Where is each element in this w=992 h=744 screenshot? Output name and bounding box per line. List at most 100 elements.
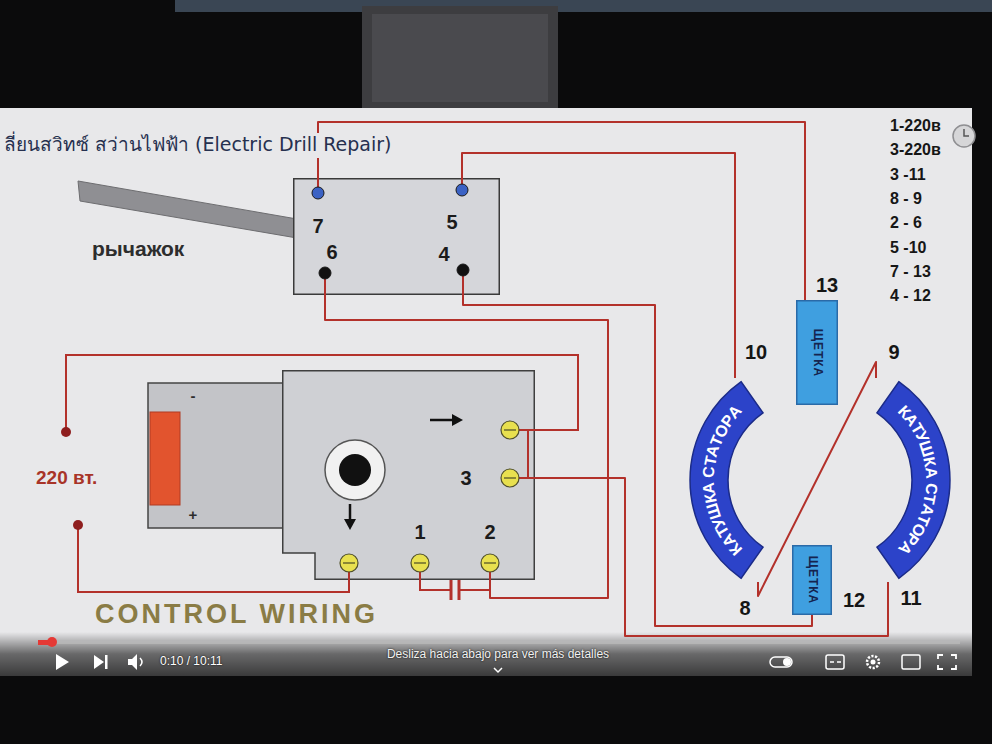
video-time: 0:10 / 10:11: [160, 655, 223, 669]
direction-arrow: [349, 504, 352, 521]
connection-table: 8 - 9: [890, 190, 922, 208]
coil-band: [877, 382, 950, 579]
brush-label: ЩЕТКА: [810, 328, 824, 377]
captions-icon: [826, 655, 844, 669]
settings-icon: [867, 656, 879, 668]
connection-table: 3-220в: [890, 141, 941, 159]
polarity-sign: +: [189, 506, 198, 523]
supply-terminal: [61, 427, 71, 437]
terminal-number: 2: [484, 521, 495, 544]
fullscreen-icon: [938, 655, 956, 669]
clock-icon: [953, 125, 975, 147]
chevron-icon: [494, 668, 502, 672]
wire-number: 11: [900, 587, 921, 610]
terminal-number: 4: [438, 243, 449, 266]
screw-slot: [504, 477, 516, 479]
terminal-screw: [501, 421, 519, 439]
connection-table: 1-220в: [890, 117, 941, 135]
direction-arrow-head: [344, 519, 356, 530]
terminal-number: 6: [326, 241, 337, 264]
coil-letter: А: [922, 466, 939, 479]
trigger-knob: [325, 440, 385, 500]
terminal-screw: [481, 554, 499, 572]
cast-icon: [902, 655, 920, 669]
speed-module: [148, 383, 284, 528]
part-shape: [282, 370, 535, 580]
speed-wheel: [150, 412, 180, 505]
terminal-screw: [501, 469, 519, 487]
wire-number: 10: [745, 341, 767, 364]
capacitor-wire: [459, 589, 490, 591]
wire: [535, 478, 888, 636]
coil-band: [690, 382, 763, 579]
switch-lever: [78, 181, 297, 238]
swipe-hint: Desliza hacia abajo para ver más detalle…: [387, 648, 609, 662]
terminal-screw: [340, 554, 358, 572]
trigger-switch: 3 1 2: [282, 370, 535, 580]
video-title: ลี่ยนสวิทซ์ สว่านไฟฟ้า (Electric Drill R…: [2, 133, 397, 158]
direction-arrow: [430, 419, 454, 422]
wire-number: 8: [739, 597, 750, 620]
terminal-number: 3: [460, 467, 471, 490]
progress-thumb: [47, 637, 57, 647]
settings-center: [871, 660, 876, 665]
wire-number: 12: [843, 589, 865, 612]
carbon-brush: ЩЕТКА: [792, 545, 832, 615]
screw-slot: [484, 562, 496, 564]
brush-label: ЩЕТКА: [805, 556, 819, 605]
wire: [462, 153, 735, 378]
progress-track: [38, 641, 960, 644]
next-icon: [94, 655, 104, 669]
background-object: [372, 14, 548, 102]
direction-arrow-head: [452, 414, 463, 426]
lever-label: рычажок: [92, 237, 184, 261]
autoplay-toggle: [770, 657, 792, 667]
screw-slot: [343, 562, 355, 564]
player-shade: [0, 632, 972, 676]
switch-pin: [312, 187, 324, 199]
switch-housing: [283, 371, 535, 580]
wire-stub: [349, 430, 535, 580]
switch-pin: [457, 264, 469, 276]
screw-slot: [414, 562, 426, 564]
terminal-number: 5: [446, 211, 457, 234]
supply-terminal: [73, 520, 83, 530]
wire-number: 9: [888, 341, 899, 364]
connection-table: 4 - 12: [890, 287, 931, 305]
play-icon: [56, 654, 69, 670]
stator-coil: КАТУШКА СТАТОРА: [872, 378, 952, 582]
screw-slot: [504, 429, 516, 431]
capacitor-plate: [458, 580, 461, 600]
terminal-screw: [411, 554, 429, 572]
part-shape: [293, 178, 500, 295]
coil-label: КАТУШКА СТАТОРА: [688, 378, 768, 582]
brush-body: [797, 301, 838, 405]
brush-body: [793, 546, 832, 615]
switch-pin: [456, 184, 468, 196]
video-frame: [0, 108, 972, 676]
carbon-brush: ЩЕТКА: [796, 300, 838, 405]
watermark: CONTROL WIRING: [95, 599, 378, 630]
autoplay-knob: [783, 658, 791, 666]
monitor-edge: [175, 0, 992, 12]
switch-pin: [319, 267, 331, 279]
captions-marks: [830, 661, 841, 663]
trigger-knob-center: [339, 454, 371, 486]
stator-coil: КАТУШКА СТАТОРА: [688, 378, 768, 582]
background-object: [362, 6, 558, 108]
coil-label: КАТУШКА СТАТОРА: [872, 378, 952, 582]
reverse-switch: 7 5 6 4: [293, 178, 500, 295]
supply-label: 220 вт.: [36, 467, 97, 489]
terminal-number: 7: [312, 215, 323, 238]
volume-icon: [128, 654, 137, 670]
polarity-sign: -: [191, 387, 196, 404]
next-icon-bar: [105, 655, 108, 669]
wire-number: 13: [816, 274, 838, 297]
volume-wave: [140, 658, 142, 666]
connection-table: 7 - 13: [890, 263, 931, 281]
connection-table: 2 - 6: [890, 214, 922, 232]
capacitor-wire: [420, 580, 451, 590]
terminal-number: 1: [414, 521, 425, 544]
